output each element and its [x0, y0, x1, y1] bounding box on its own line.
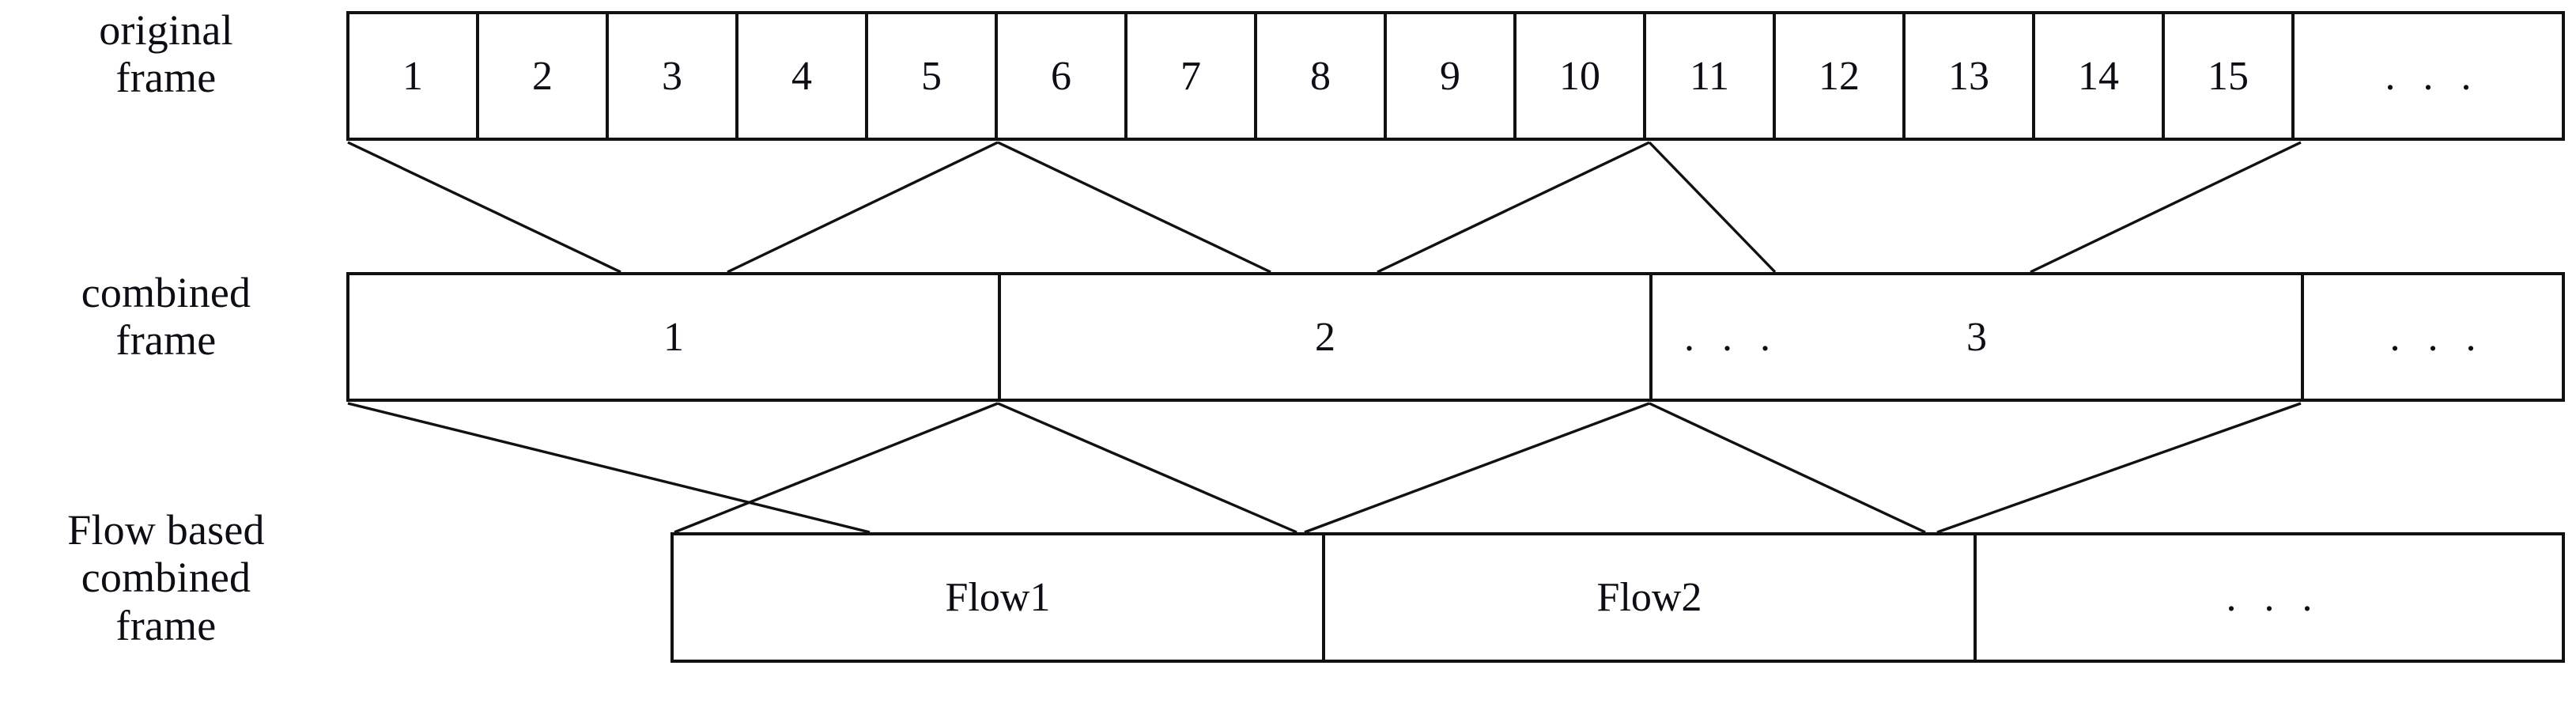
combined-cell-value: 3	[1966, 314, 1987, 360]
frame-cell[interactable]: 10	[1517, 14, 1646, 138]
frame-cell-value: 14	[2078, 53, 2119, 99]
combined-cell-ellipsis[interactable]: . . .	[2304, 275, 2562, 399]
frame-cell[interactable]: 1	[349, 14, 479, 138]
frame-cell-ellipsis[interactable]: . . .	[2295, 14, 2562, 138]
link-row1-row2	[997, 141, 1271, 274]
frame-cell-value: 13	[1948, 53, 1989, 99]
link-row1-row2	[2030, 141, 2302, 274]
frame-cell[interactable]: 2	[479, 14, 609, 138]
flow-cell[interactable]: Flow2	[1325, 535, 1977, 660]
combined-cell[interactable]: 1	[349, 275, 1001, 399]
frame-cell-value: 6	[1051, 53, 1071, 99]
frame-cell-value: 15	[2208, 53, 2249, 99]
link-row1-row2	[727, 141, 999, 274]
frame-cell-value: 4	[791, 53, 812, 99]
frame-cell[interactable]: 4	[738, 14, 868, 138]
row-label-line: combined	[81, 269, 251, 316]
frame-cell-value: 3	[662, 53, 682, 99]
flow-cell-value: Flow2	[1596, 575, 1702, 620]
link-row2-row3	[1649, 402, 1926, 534]
combined-cell-value: 2	[1315, 314, 1335, 360]
frame-cell-value: 9	[1440, 53, 1460, 99]
flow-cell-ellipsis[interactable]: . . .	[1977, 535, 2562, 660]
row-label-flow-based-combined-frame: Flow based combined frame	[0, 506, 332, 649]
row-label-line: combined	[81, 554, 251, 602]
link-row1-row2	[347, 141, 621, 274]
frame-cell-value: 2	[532, 53, 553, 99]
row-label-line: frame	[115, 54, 217, 102]
frame-cell-value: 10	[1559, 53, 1600, 99]
frame-cell-value: 7	[1180, 53, 1201, 99]
frame-cell[interactable]: 5	[868, 14, 998, 138]
link-row2-row3	[347, 402, 871, 534]
row-combined-frame: 1 2 . . . 3 . . .	[346, 272, 2565, 402]
row-label-line: original	[99, 6, 233, 54]
row-original-frame: 1 2 3 4 5 6 7 8 9 10 11 12 13 14 15 . . …	[346, 11, 2565, 141]
row-label-original-frame: original frame	[8, 6, 324, 102]
row-label-line: Flow based	[67, 506, 265, 554]
row-flow-based-combined-frame: Flow1 Flow2 . . .	[670, 532, 2565, 663]
combined-cell-value: 1	[663, 314, 684, 360]
row-label-line: frame	[115, 601, 217, 649]
row-label-line: frame	[115, 316, 217, 365]
link-row2-row3	[1936, 402, 2302, 534]
combined-cell[interactable]: 2	[1001, 275, 1652, 399]
frame-cell[interactable]: 9	[1387, 14, 1517, 138]
frame-cell[interactable]: 8	[1257, 14, 1387, 138]
link-row2-row3	[1304, 402, 1650, 534]
frame-cell[interactable]: 3	[609, 14, 738, 138]
flow-cell[interactable]: Flow1	[674, 535, 1325, 660]
link-row2-row3	[674, 402, 999, 534]
frame-cell-value: 8	[1310, 53, 1331, 99]
frame-cell-value: 11	[1689, 53, 1730, 99]
flow-cell-value: . . .	[2226, 575, 2321, 620]
frame-cell[interactable]: 7	[1127, 14, 1257, 138]
frame-cell-value: 12	[1819, 53, 1860, 99]
link-row1-row2	[1648, 141, 1777, 274]
link-row1-row2	[1377, 141, 1650, 274]
frame-cell[interactable]: 14	[2035, 14, 2165, 138]
row-label-combined-frame: combined frame	[8, 269, 324, 365]
frame-cell-value: . . .	[2385, 53, 2480, 99]
link-row2-row3	[997, 402, 1297, 534]
combined-cell-value: . . .	[2389, 314, 2485, 360]
combined-cell[interactable]: . . . 3	[1652, 275, 2304, 399]
frame-cell-value: 5	[921, 53, 942, 99]
frame-cell[interactable]: 11	[1646, 14, 1776, 138]
frame-cell[interactable]: 15	[2165, 14, 2295, 138]
frame-cell-value: 1	[402, 53, 423, 99]
frame-cell[interactable]: 13	[1906, 14, 2035, 138]
flow-cell-value: Flow1	[945, 575, 1051, 620]
frame-cell[interactable]: 12	[1776, 14, 1906, 138]
frame-cell[interactable]: 6	[998, 14, 1127, 138]
combined-cell-prefix-ellipsis: . . .	[1684, 314, 1779, 360]
